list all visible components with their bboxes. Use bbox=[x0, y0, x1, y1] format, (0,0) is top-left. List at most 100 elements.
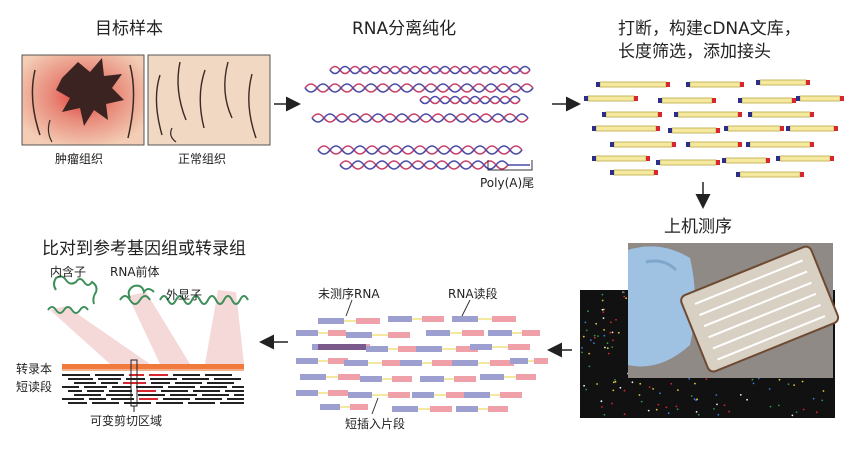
fluorescent-spot bbox=[625, 297, 627, 300]
read-insert bbox=[418, 408, 430, 410]
read-right bbox=[516, 374, 536, 380]
adapter-red bbox=[672, 142, 676, 147]
fluorescent-spot bbox=[623, 295, 626, 298]
fluorescent-spot bbox=[594, 336, 596, 339]
fluorescent-spot bbox=[821, 399, 824, 402]
short-read bbox=[139, 398, 158, 400]
adapter-red bbox=[792, 98, 796, 103]
fluorescent-spot bbox=[815, 411, 818, 414]
read-insert bbox=[492, 346, 508, 348]
adapter-blue bbox=[748, 112, 752, 117]
adapter-red bbox=[716, 160, 720, 165]
library-title-line1: 打断，构建cDNA文库， bbox=[618, 19, 801, 39]
fluorescent-spot bbox=[665, 406, 668, 409]
short-read bbox=[161, 390, 188, 392]
fluorescent-spot bbox=[768, 388, 771, 390]
short-read bbox=[98, 378, 121, 380]
short-read bbox=[68, 378, 93, 380]
fluorescent-spot bbox=[739, 394, 742, 396]
adapter-red bbox=[740, 82, 744, 87]
fluorescent-spot bbox=[606, 347, 609, 350]
short-read bbox=[214, 378, 241, 380]
read-insert bbox=[344, 320, 356, 322]
rna-isolation-title: RNA分离纯化 bbox=[352, 19, 457, 39]
cdna-fragment bbox=[689, 81, 741, 88]
unsequenced-rna-label: 未测序RNA bbox=[318, 287, 380, 301]
adapter-blue bbox=[756, 80, 760, 85]
fluorescent-spot bbox=[801, 380, 804, 383]
read-left bbox=[416, 346, 442, 352]
short-read bbox=[220, 402, 244, 404]
adapter-red bbox=[810, 112, 814, 117]
short-read bbox=[111, 398, 134, 400]
adapter-blue bbox=[602, 112, 606, 117]
short-read bbox=[188, 402, 215, 404]
library-title-line2: 长度筛选，添加接头 bbox=[618, 42, 771, 62]
fluorescent-spot bbox=[584, 321, 587, 324]
reads-pointer bbox=[461, 299, 471, 317]
read-right bbox=[388, 392, 410, 398]
fluorescent-spot bbox=[601, 293, 604, 296]
read-left bbox=[464, 392, 490, 398]
adapter-blue bbox=[686, 82, 690, 87]
fluorescent-spot bbox=[603, 334, 606, 337]
fluorescent-spot bbox=[694, 382, 696, 385]
fluorescent-spot bbox=[640, 400, 643, 403]
fluorescent-spot bbox=[670, 382, 673, 385]
cdna-fragment bbox=[741, 97, 793, 104]
read-left bbox=[456, 406, 478, 412]
adapter-blue bbox=[584, 96, 588, 101]
short-read bbox=[170, 394, 197, 396]
cdna-fragment bbox=[595, 155, 647, 162]
read-insert bbox=[450, 332, 462, 334]
cdna-fragment bbox=[725, 157, 767, 164]
short-read bbox=[74, 394, 101, 396]
fluorescent-spot bbox=[596, 383, 598, 385]
cdna-fragment bbox=[799, 95, 841, 102]
adapter-red bbox=[840, 96, 844, 101]
cdna-fragment bbox=[659, 159, 717, 166]
fluorescent-spot bbox=[602, 317, 605, 319]
fluorescent-spot bbox=[581, 351, 583, 354]
short-read bbox=[202, 394, 229, 396]
read-insert bbox=[372, 394, 388, 396]
fluorescent-spot bbox=[697, 413, 700, 416]
read-insert bbox=[422, 362, 432, 364]
fluorescent-spot bbox=[623, 389, 626, 392]
short-read bbox=[62, 374, 90, 376]
fluorescent-spot bbox=[705, 378, 708, 380]
read-left bbox=[318, 318, 344, 324]
fluorescent-spot bbox=[667, 412, 670, 415]
fluorescent-spot bbox=[583, 384, 585, 387]
alignment-title: 比对到参考基因组或转录组 bbox=[42, 239, 246, 259]
short-read bbox=[168, 386, 195, 388]
short-read bbox=[62, 398, 84, 400]
fluorescent-spot bbox=[791, 414, 794, 417]
cdna-fragment bbox=[599, 81, 667, 88]
short-read bbox=[200, 386, 227, 388]
fluorescent-spot bbox=[648, 386, 651, 388]
fluorescent-spot bbox=[746, 398, 748, 401]
read-insert bbox=[512, 332, 522, 334]
read-right bbox=[350, 404, 368, 410]
read-left bbox=[426, 330, 450, 336]
fluorescent-spot bbox=[588, 352, 591, 355]
fluorescent-spot bbox=[601, 299, 604, 302]
read-right bbox=[534, 358, 548, 364]
adapter-red bbox=[634, 96, 638, 101]
adapter-red bbox=[712, 98, 716, 103]
fluorescent-spot bbox=[582, 335, 585, 338]
read-right bbox=[422, 316, 444, 322]
fluorescent-spot bbox=[812, 397, 815, 400]
short-read bbox=[92, 402, 119, 404]
cdna-fragment bbox=[677, 111, 739, 118]
fluorescent-spot bbox=[677, 389, 679, 391]
cdna-fragment bbox=[605, 111, 659, 118]
read-insert bbox=[490, 394, 500, 396]
read-insert bbox=[326, 376, 338, 378]
adapter-blue bbox=[592, 156, 596, 161]
adapter-blue bbox=[724, 126, 728, 131]
fluorescent-spot bbox=[822, 390, 825, 392]
normal-tissue-label: 正常组织 bbox=[178, 152, 227, 166]
fluorescent-spot bbox=[778, 378, 781, 381]
